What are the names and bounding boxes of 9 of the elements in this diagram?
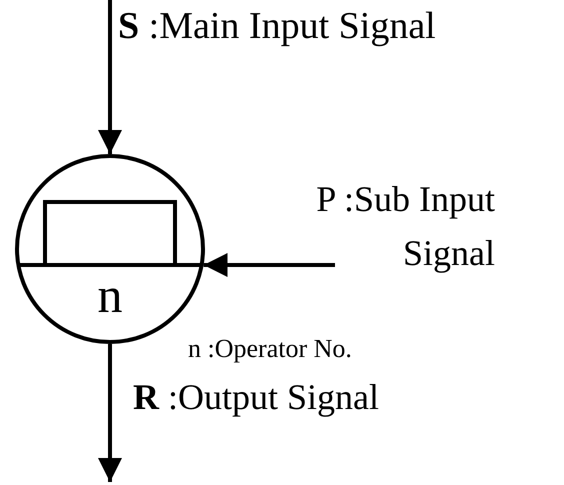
- legend-note: n :Operator No.: [188, 335, 352, 364]
- operator-circle-symbol: [15, 154, 205, 344]
- edge-label: R :Output Signal: [133, 378, 380, 418]
- arrow: [98, 344, 122, 482]
- signal-label: P :Sub Input Signal: [227, 172, 495, 280]
- arrow: [204, 253, 335, 277]
- arrow: [98, 0, 122, 154]
- signal-label: S :Main Input Signal: [118, 6, 558, 48]
- operator-number: n: [96, 268, 124, 323]
